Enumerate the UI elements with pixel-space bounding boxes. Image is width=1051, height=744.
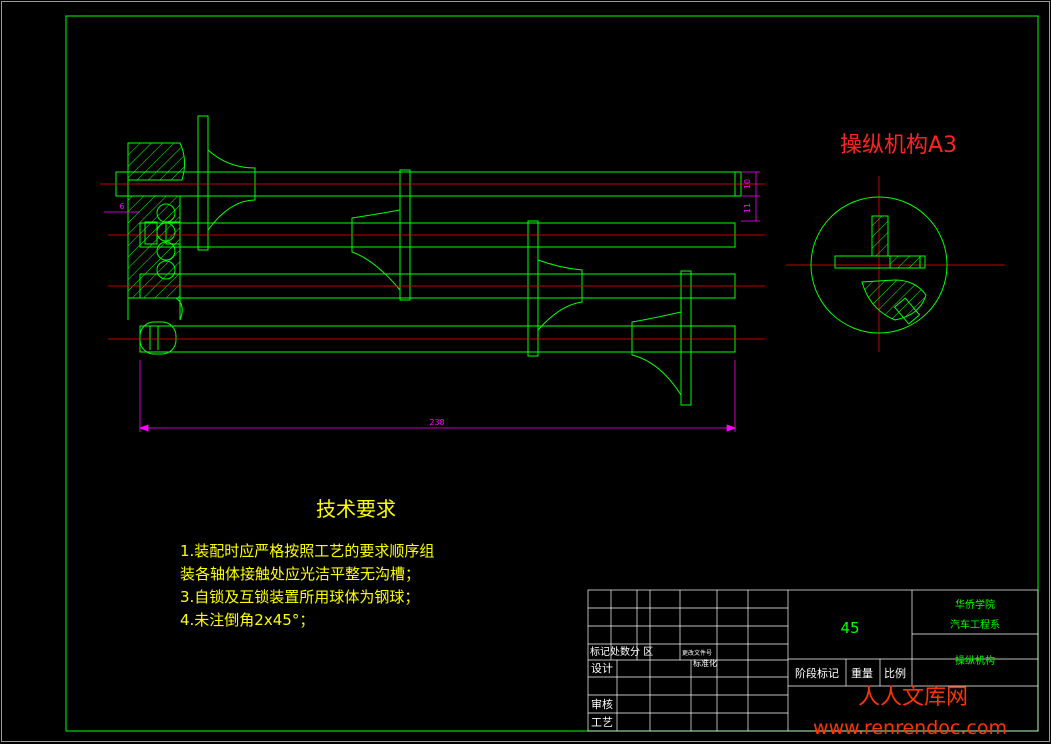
label-revision-header: 标记处数分 区 bbox=[590, 645, 653, 658]
dim-stub-length: 6 bbox=[119, 202, 124, 211]
interlock-pin bbox=[144, 221, 158, 245]
tech-requirement-item: 1.装配时应严格按照工艺的要求顺序组 bbox=[180, 542, 434, 560]
rod-end-knob bbox=[139, 321, 177, 355]
inner-border bbox=[65, 15, 1039, 732]
watermark-site-name: 人人文库网 bbox=[858, 685, 968, 710]
housing-section-top bbox=[127, 142, 186, 181]
title-block bbox=[587, 589, 1039, 732]
dimensions bbox=[104, 171, 760, 432]
tech-requirement-item: 3.自锁及互锁装置所用球体为钢球； bbox=[180, 588, 419, 606]
interlock-ball bbox=[156, 260, 176, 280]
section-boundary bbox=[810, 196, 948, 334]
tech-requirement-item: 装各轴体接触处应光洁平整无沟槽； bbox=[180, 565, 420, 583]
watermark-url: www.renrendoc.com bbox=[813, 717, 1007, 739]
label-weight: 重量 bbox=[851, 666, 873, 680]
dim-rod-spacing-top: 10 bbox=[743, 179, 752, 189]
label-process: 工艺 bbox=[591, 716, 613, 729]
section-detail-view bbox=[810, 196, 948, 334]
label-change-doc: 更改文件号 bbox=[682, 649, 712, 657]
drawing-number: 45 bbox=[840, 619, 859, 637]
label-design: 设计 bbox=[591, 662, 613, 675]
drawing-name: 操纵机构 bbox=[955, 654, 995, 667]
label-review: 审核 bbox=[591, 697, 613, 711]
dim-overall-length: 238 bbox=[429, 418, 444, 427]
housing-section-bottom bbox=[127, 195, 183, 321]
label-stage-mark: 阶段标记 bbox=[795, 666, 839, 680]
shift-fork-3 bbox=[527, 220, 539, 357]
school-name: 华侨学院 bbox=[955, 598, 995, 611]
label-scale: 比例 bbox=[884, 666, 906, 680]
department-name: 汽车工程系 bbox=[950, 618, 1000, 631]
dim-rod-spacing: 11 bbox=[743, 203, 752, 213]
shift-rod-assembly bbox=[115, 115, 742, 406]
label-standardize: 标准化 bbox=[693, 658, 717, 668]
tech-requirement-item: 4.未注倒角2x45°； bbox=[180, 611, 314, 629]
shift-fork-1 bbox=[197, 115, 209, 251]
shift-fork-4 bbox=[680, 270, 692, 406]
tech-requirements-heading: 技术要求 bbox=[316, 497, 396, 521]
detent-body bbox=[871, 215, 889, 257]
section-view-title: 操纵机构A3 bbox=[840, 133, 957, 158]
